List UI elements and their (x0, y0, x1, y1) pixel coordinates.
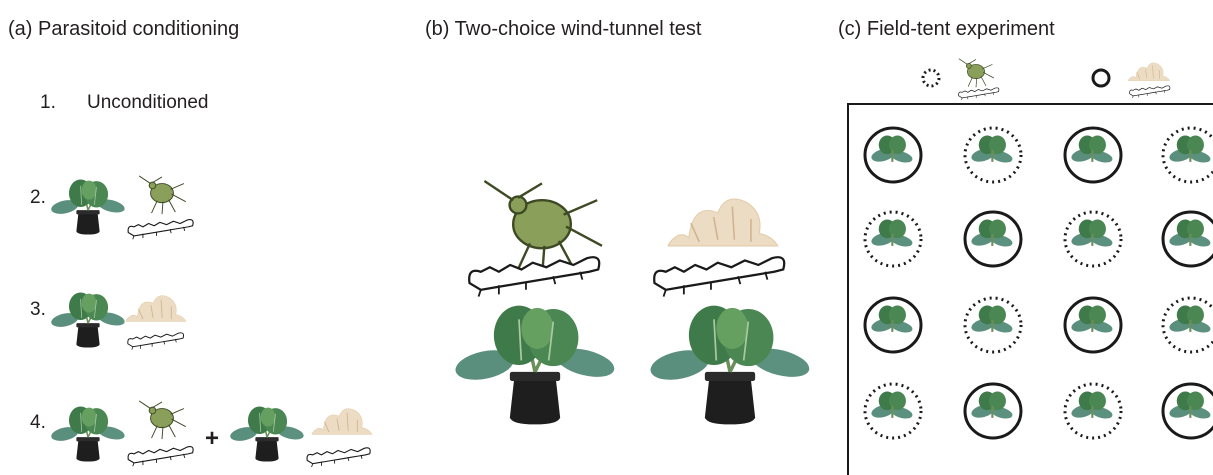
caterpillar-outline-icon (306, 447, 371, 468)
plant-ring-dotted (1063, 382, 1123, 440)
step-4-number: 4. (30, 412, 46, 433)
step-1-label: Unconditioned (87, 92, 209, 113)
step-3-number: 3. (30, 299, 46, 320)
caterpillar-outline-icon (1129, 85, 1171, 99)
plant-ring-solid (863, 126, 923, 184)
caterpillar-icon (125, 295, 187, 322)
caterpillar-icon (667, 198, 779, 247)
plant-ring-dotted (863, 210, 923, 268)
plant-ring-dotted (1161, 296, 1213, 354)
plant-ring-dotted (1063, 210, 1123, 268)
aphid-icon (138, 400, 187, 440)
caterpillar-icon (311, 408, 373, 435)
plant-ring-solid (1063, 126, 1123, 184)
panel-b-title: (b) Two-choice wind-tunnel test (425, 18, 702, 40)
caterpillar-outline-icon (958, 87, 1000, 101)
plant-ring-dotted (1161, 126, 1213, 184)
caterpillar-outline-icon (653, 256, 786, 298)
plant-icon (49, 405, 127, 463)
caterpillar-outline-icon (127, 219, 194, 240)
step-1-number: 1. (40, 92, 56, 113)
plant-ring-solid (1161, 382, 1213, 440)
plant-icon (228, 405, 306, 463)
solid-circle-icon (1091, 68, 1111, 88)
plant-ring-dotted (963, 126, 1023, 184)
plant-icon (49, 178, 127, 236)
field-tent (847, 103, 1213, 475)
plant-ring-solid (1161, 210, 1213, 268)
dotted-circle-icon (921, 68, 941, 88)
aphid-icon (138, 175, 187, 215)
plus-sign: + (205, 425, 220, 452)
caterpillar-outline-icon (127, 446, 194, 467)
caterpillar-outline-icon (468, 256, 601, 298)
plant-ring-dotted (863, 382, 923, 440)
plant-ring-dotted (963, 296, 1023, 354)
caterpillar-outline-icon (127, 332, 185, 351)
plant-icon (451, 303, 619, 427)
plant-ring-solid (863, 296, 923, 354)
plant-ring-solid (963, 210, 1023, 268)
caterpillar-icon (1127, 62, 1171, 81)
plant-icon (646, 303, 814, 427)
panel-a-title: (a) Parasitoid conditioning (8, 18, 240, 40)
plant-ring-solid (1063, 296, 1123, 354)
plant-ring-solid (963, 382, 1023, 440)
plant-icon (49, 291, 127, 349)
step-2-number: 2. (30, 187, 46, 208)
aphid-icon (958, 58, 995, 88)
panel-c-title: (c) Field-tent experiment (838, 18, 1055, 40)
